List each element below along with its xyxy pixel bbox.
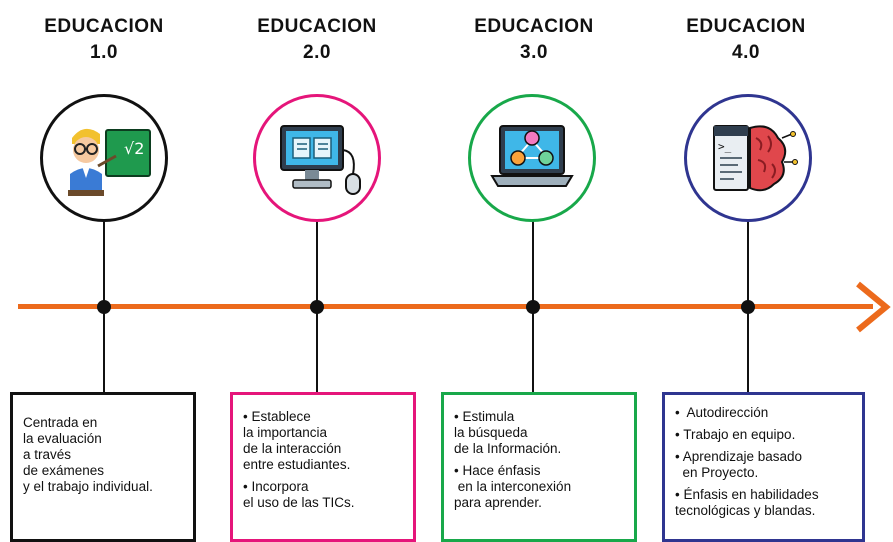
stage-3-text-line: de la Información. [454,441,562,456]
stage-2-title-line1: EDUCACION [257,16,377,37]
stage-4-title-line2: 4.0 [732,42,760,63]
stage-4-text-line: • Autodirección [675,405,769,420]
laptop-network-icon [490,125,574,187]
stage-1-title-line2: 1.0 [90,42,118,63]
stage-1-text-line: la evaluación [23,431,102,446]
stage-2-description: • Establece la importancia de la interac… [230,392,416,542]
stage-4-text-line: • Aprendizaje basado [675,449,803,464]
stage-4-text-line: tecnológicas y blandas. [675,503,816,518]
stage-3-description: • Estimula la búsqueda de la Información… [441,392,637,542]
stage-4-text-line: • Énfasis en habilidades [675,487,819,502]
stage-1-icon-circle: √2 [40,94,168,222]
stage-2-text-line: entre estudiantes. [243,457,351,472]
stage-2-text-line: • Incorpora [243,479,309,494]
stage-1-text-line: Centrada en [23,415,98,430]
stage-4-dot [741,300,755,314]
stage-4-icon-circle: >_ [684,94,812,222]
stage-1-text-line: a través [23,447,72,462]
timeline-arrowhead [856,281,891,333]
stage-3-title-line1: EDUCACION [474,16,594,37]
stage-4-text-line: • Trabajo en equipo. [675,427,796,442]
stage-3-text-line: para aprender. [454,495,542,510]
stage-1-text-line: y el trabajo individual. [23,479,153,494]
brain-code-icon: >_ [713,125,798,192]
stage-1-dot [97,300,111,314]
stage-2-text-line: de la interacción [243,441,342,456]
stage-2-text-line: el uso de las TICs. [243,495,355,510]
stage-1-title: EDUCACION 1.0 [14,14,194,66]
stage-2-dot [310,300,324,314]
stage-3-title: EDUCACION 3.0 [444,14,624,66]
stage-3-icon-circle [468,94,596,222]
teacher-chalkboard-icon: √2 [68,128,151,196]
stage-3-dot [526,300,540,314]
stage-4-description: • Autodirección • Trabajo en equipo. • A… [662,392,865,542]
stage-3-text-line: la búsqueda [454,425,528,440]
stage-1-text-line: de exámenes [23,463,105,478]
stage-2-title: EDUCACION 2.0 [227,14,407,66]
stage-4-text-line: en Proyecto. [675,465,759,480]
stage-1-description: Centrada en la evaluación a través de ex… [10,392,196,542]
svg-text:>_: >_ [718,140,732,153]
stage-3-text-line: en la interconexión [454,479,572,494]
desktop-computer-icon [280,125,361,195]
stage-3-title-line2: 3.0 [520,42,548,63]
timeline-line [18,304,873,309]
stage-2-text-line: la importancia [243,425,328,440]
stage-2-icon-circle [253,94,381,222]
stage-3-text-line: • Estimula [454,409,515,424]
svg-text:√2: √2 [124,139,144,158]
stage-3-text-line: • Hace énfasis [454,463,541,478]
stage-2-text-line: • Establece [243,409,311,424]
stage-2-title-line2: 2.0 [303,42,331,63]
stage-4-title: EDUCACION 4.0 [656,14,836,66]
stage-1-title-line1: EDUCACION [44,16,164,37]
stage-4-title-line1: EDUCACION [686,16,806,37]
